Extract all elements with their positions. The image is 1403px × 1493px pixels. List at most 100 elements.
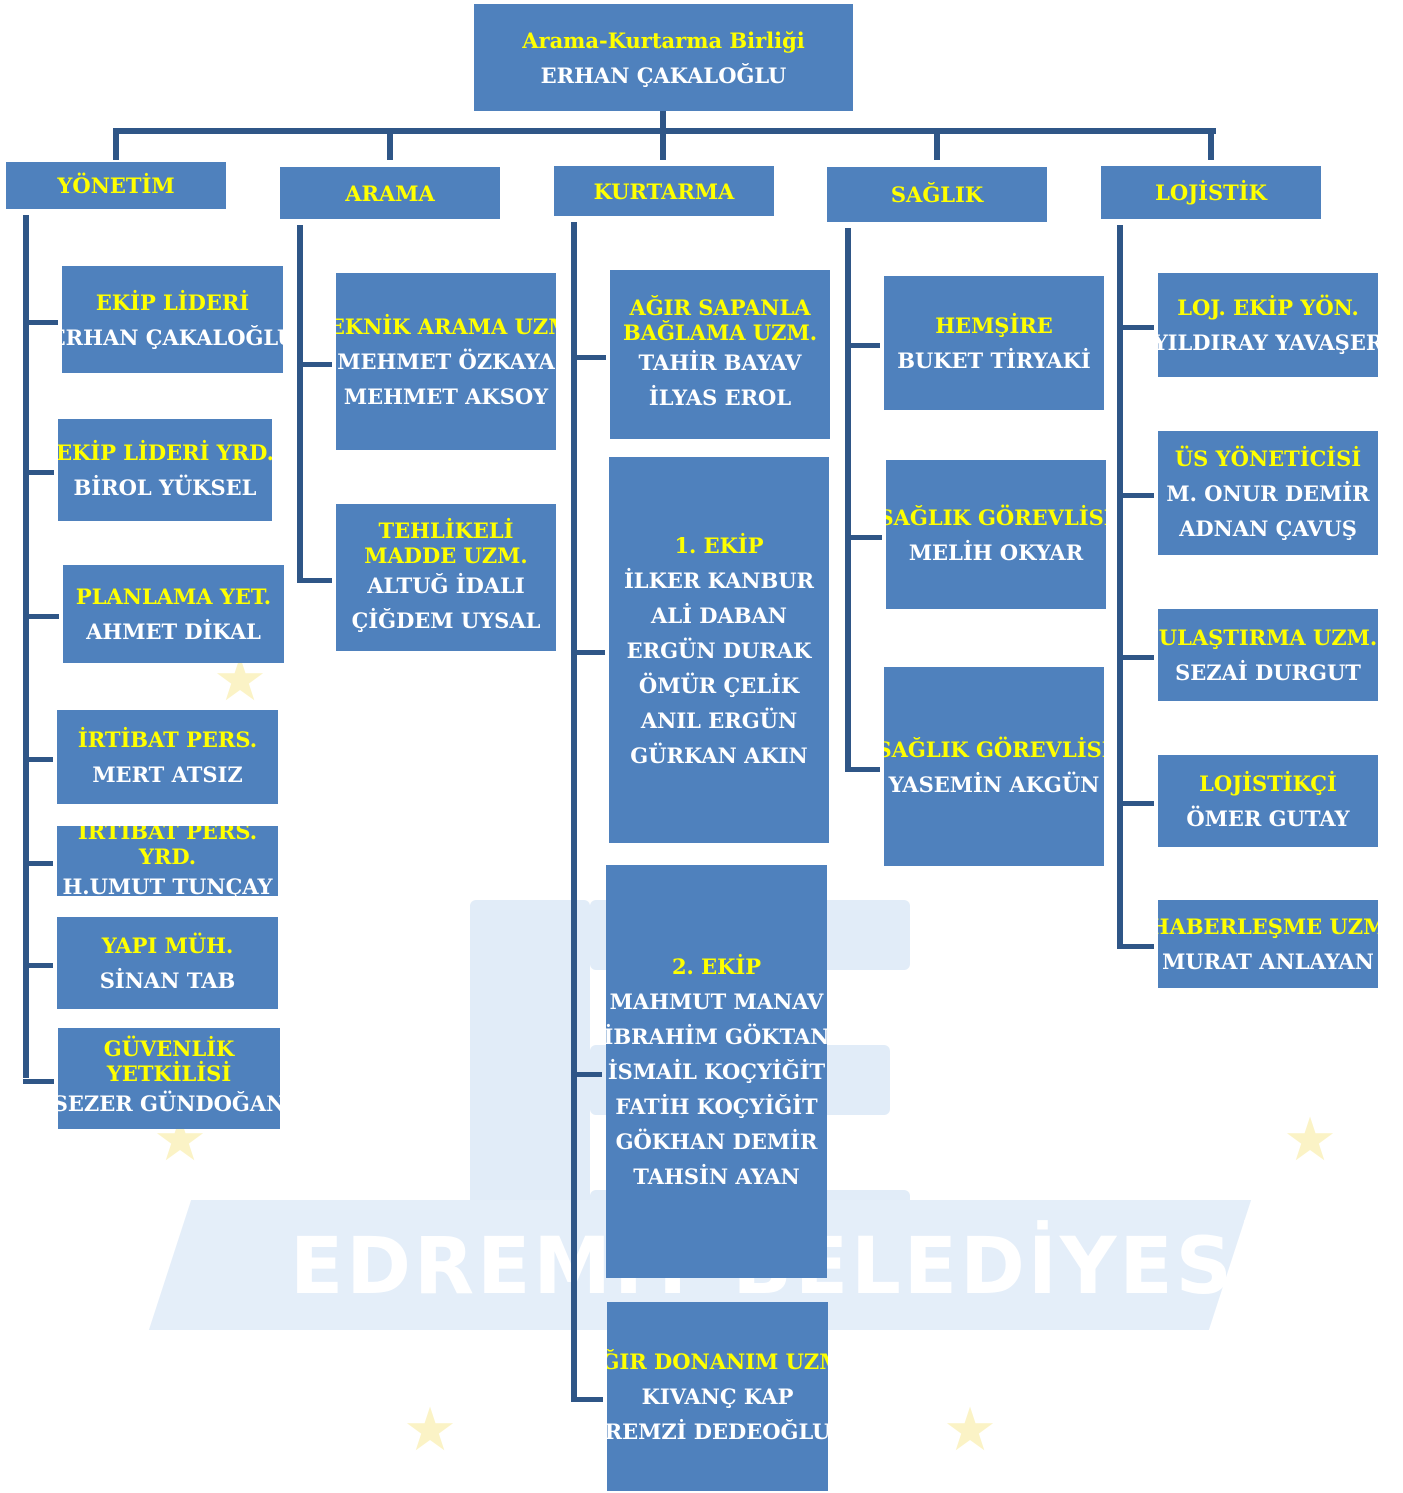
member-name: M. ONUR DEMİR [1166, 480, 1370, 506]
member-connector [23, 320, 58, 325]
member-name: ERHAN ÇAKALOĞLU [62, 324, 283, 350]
member-box: AĞIR DONANIM UZM. KIVANÇ KAP REMZİ DEDEOĞL… [607, 1302, 828, 1491]
member-connector [23, 757, 53, 762]
member-box: EKİP LİDERİ ERHAN ÇAKALOĞLU [62, 266, 283, 373]
member-name: MEHMET AKSOY [343, 384, 549, 409]
member-box: İRTİBAT PERS. YRD. H.UMUT TUNÇAY [57, 826, 278, 896]
dept-header-kurtarma: KURTARMA [554, 166, 774, 216]
member-role: EKİP LİDERİ [95, 289, 250, 315]
member-name: İLYAS EROL [648, 384, 792, 410]
spine-saglik [845, 228, 851, 770]
member-box: EKİP LİDERİ YRD.BİROL YÜKSEL [58, 419, 272, 521]
member-name: FATİH KOÇYİĞİT [615, 1094, 818, 1119]
member-box: ÜS YÖNETİCİSİ M. ONUR DEMİR ADNAN ÇAVUŞ [1158, 431, 1378, 555]
member-box: 1. EKİP İLKER KANBUR ALİ DABAN ERGÜN DURAK Ö… [609, 457, 829, 843]
member-name: ALİ DABAN [651, 602, 787, 628]
member-box: SAĞLIK GÖREVLİSİ MELİH OKYAR [886, 460, 1106, 609]
root-connector [660, 110, 666, 132]
spine-kurtarma [571, 222, 577, 1402]
member-name: KIVANÇ KAP [641, 1384, 794, 1409]
member-connector [845, 343, 880, 348]
dept-header-yonetim: YÖNETİM [6, 162, 226, 209]
member-name: İBRAHİM GÖKTAN [606, 1024, 827, 1049]
root-name: ERHAN ÇAKALOĞLU [540, 62, 787, 88]
member-name: İSMAİL KOÇYİĞİT [607, 1059, 826, 1084]
member-name: TAHSİN AYAN [633, 1164, 800, 1189]
drop-yonetim [113, 128, 119, 160]
root-box: Arama-Kurtarma Birliği ERHAN ÇAKALOĞLU [474, 4, 853, 111]
member-role: İRTİBAT PERS. [77, 727, 258, 752]
member-connector [23, 963, 53, 968]
member-name: AHMET DİKAL [86, 619, 261, 644]
member-name: ÖMÜR ÇELİK [638, 672, 800, 698]
member-role: HEMŞİRE [935, 313, 1053, 338]
member-role: AĞIR DONANIM UZM. [607, 1349, 828, 1374]
member-name: ADNAN ÇAVUŞ [1179, 515, 1357, 541]
member-name: TAHİR BAYAV [638, 349, 802, 375]
member-connector [297, 578, 332, 583]
member-connector [23, 1079, 54, 1084]
member-box: ULAŞTIRMA UZM.SEZAİ DURGUT [1158, 609, 1378, 701]
drop-lojistik [1208, 128, 1214, 160]
member-role: 1. EKİP [674, 532, 764, 558]
member-connector [1117, 801, 1154, 806]
member-name: H.UMUT TUNÇAY [62, 873, 273, 897]
member-name: SEZER GÜNDOĞAN [58, 1091, 280, 1116]
member-role: İRTİBAT PERS. YRD. [77, 826, 258, 869]
member-role: SAĞLIK GÖREVLİSİ [886, 504, 1106, 530]
watermark-star-icon: ★ [403, 1395, 457, 1465]
member-name: GÜRKAN AKIN [630, 742, 808, 768]
member-name: YASEMİN AKGÜN [888, 771, 1100, 797]
member-name: İLKER KANBUR [623, 567, 814, 593]
dept-header-saglik: SAĞLIK [827, 167, 1047, 222]
member-box: TEKNİK ARAMA UZM. MEHMET ÖZKAYA MEHMET AKS… [336, 273, 556, 450]
member-connector [571, 1397, 603, 1402]
spine-lojistik [1117, 225, 1123, 945]
member-connector [845, 767, 880, 772]
watermark-star-icon: ★ [1283, 1105, 1337, 1175]
member-role: TEHLİKELİ MADDE UZM. [364, 517, 528, 568]
member-role: LOJİSTİKÇİ [1199, 771, 1337, 796]
member-name: MELİH OKYAR [908, 539, 1084, 565]
member-connector [1117, 493, 1154, 498]
member-name: SİNAN TAB [99, 968, 236, 993]
root-title: Arama-Kurtarma Birliği [522, 27, 805, 53]
member-connector [297, 362, 332, 367]
member-role: 2. EKİP [671, 954, 762, 979]
member-role: LOJ. EKİP YÖN. [1177, 295, 1359, 320]
member-connector [1117, 944, 1154, 949]
member-name: REMZİ DEDEOĞLU [607, 1419, 828, 1444]
member-box: İRTİBAT PERS. MERT ATSIZ [57, 710, 278, 804]
drop-kurtarma [660, 128, 666, 160]
member-connector [571, 1072, 602, 1077]
member-role: TEKNİK ARAMA UZM. [336, 314, 556, 339]
member-role: HABERLEŞME UZM [1158, 914, 1378, 939]
drop-arama [387, 128, 393, 160]
member-name: BUKET TİRYAKİ [897, 348, 1091, 373]
watermark-star-icon: ★ [943, 1395, 997, 1465]
member-connector [1117, 655, 1154, 660]
member-name: MERT ATSIZ [92, 762, 243, 787]
member-box: YAPI MÜH.SİNAN TAB [57, 917, 278, 1009]
member-name: ERGÜN DURAK [626, 637, 812, 663]
member-name: BİROL YÜKSEL [73, 475, 257, 500]
member-box: HEMŞİRE BUKET TİRYAKİ [884, 276, 1104, 410]
member-name: ANIL ERGÜN [640, 707, 798, 733]
member-role: ÜS YÖNETİCİSİ [1174, 445, 1362, 471]
spine-yonetim [23, 215, 29, 1078]
spine-arama [297, 225, 303, 580]
member-box: LOJ. EKİP YÖN.YILDIRAY YAVAŞER [1158, 273, 1378, 377]
member-role: AĞIR SAPANLA BAĞLAMA UZM. [622, 294, 818, 345]
dept-header-arama: ARAMA [280, 167, 500, 219]
member-name: ÖMER GUTAY [1186, 806, 1350, 831]
member-box: PLANLAMA YET.AHMET DİKAL [63, 565, 284, 663]
member-name: MEHMET ÖZKAYA [337, 349, 555, 374]
member-connector [845, 535, 882, 540]
drop-saglik [934, 128, 940, 160]
member-box: LOJİSTİKÇİ ÖMER GUTAY [1158, 755, 1378, 847]
